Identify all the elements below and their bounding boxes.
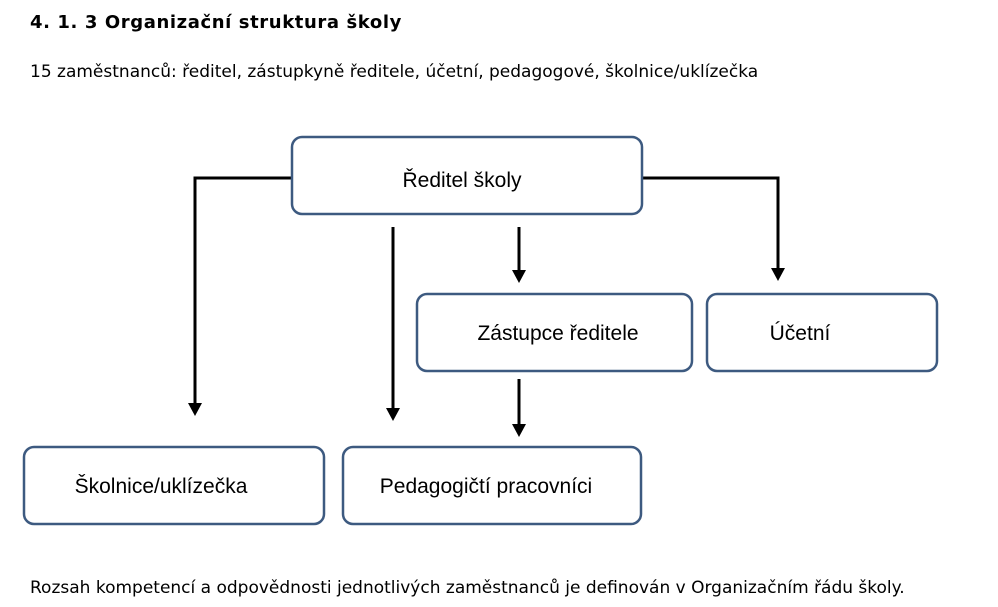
staff-summary: 15 zaměstnanců: ředitel, zástupkyně ředi… xyxy=(30,62,759,82)
connector-director-accountant xyxy=(642,176,780,270)
node-label-deputy: Zástupce ředitele xyxy=(477,322,638,345)
node-label-caretaker: Školnice/uklízečka xyxy=(75,475,248,498)
section-heading: 4. 1. 3 Organizační struktura školy xyxy=(30,12,402,33)
arrow-director-deputy xyxy=(512,270,526,283)
arrow-director-teachers xyxy=(386,408,400,421)
org-node-caretaker: Školnice/uklízečka xyxy=(22,445,326,526)
node-label-accountant: Účetní xyxy=(770,322,831,345)
footer-note: Rozsah kompetencí a odpovědnosti jednotl… xyxy=(30,578,905,598)
org-node-accountant: Účetní xyxy=(705,292,939,373)
arrow-director-caretaker xyxy=(188,403,202,416)
arrow-deputy-teachers xyxy=(512,424,526,437)
org-node-deputy: Zástupce ředitele xyxy=(415,292,694,373)
org-chart-connectors xyxy=(188,176,785,437)
connector-director-caretaker xyxy=(193,176,292,405)
org-node-director: Ředitel školy xyxy=(290,135,644,216)
node-label-director: Ředitel školy xyxy=(402,169,522,192)
arrow-director-accountant xyxy=(771,268,785,281)
node-label-teachers: Pedagogičtí pracovníci xyxy=(380,475,592,498)
org-node-teachers: Pedagogičtí pracovníci xyxy=(341,445,643,526)
